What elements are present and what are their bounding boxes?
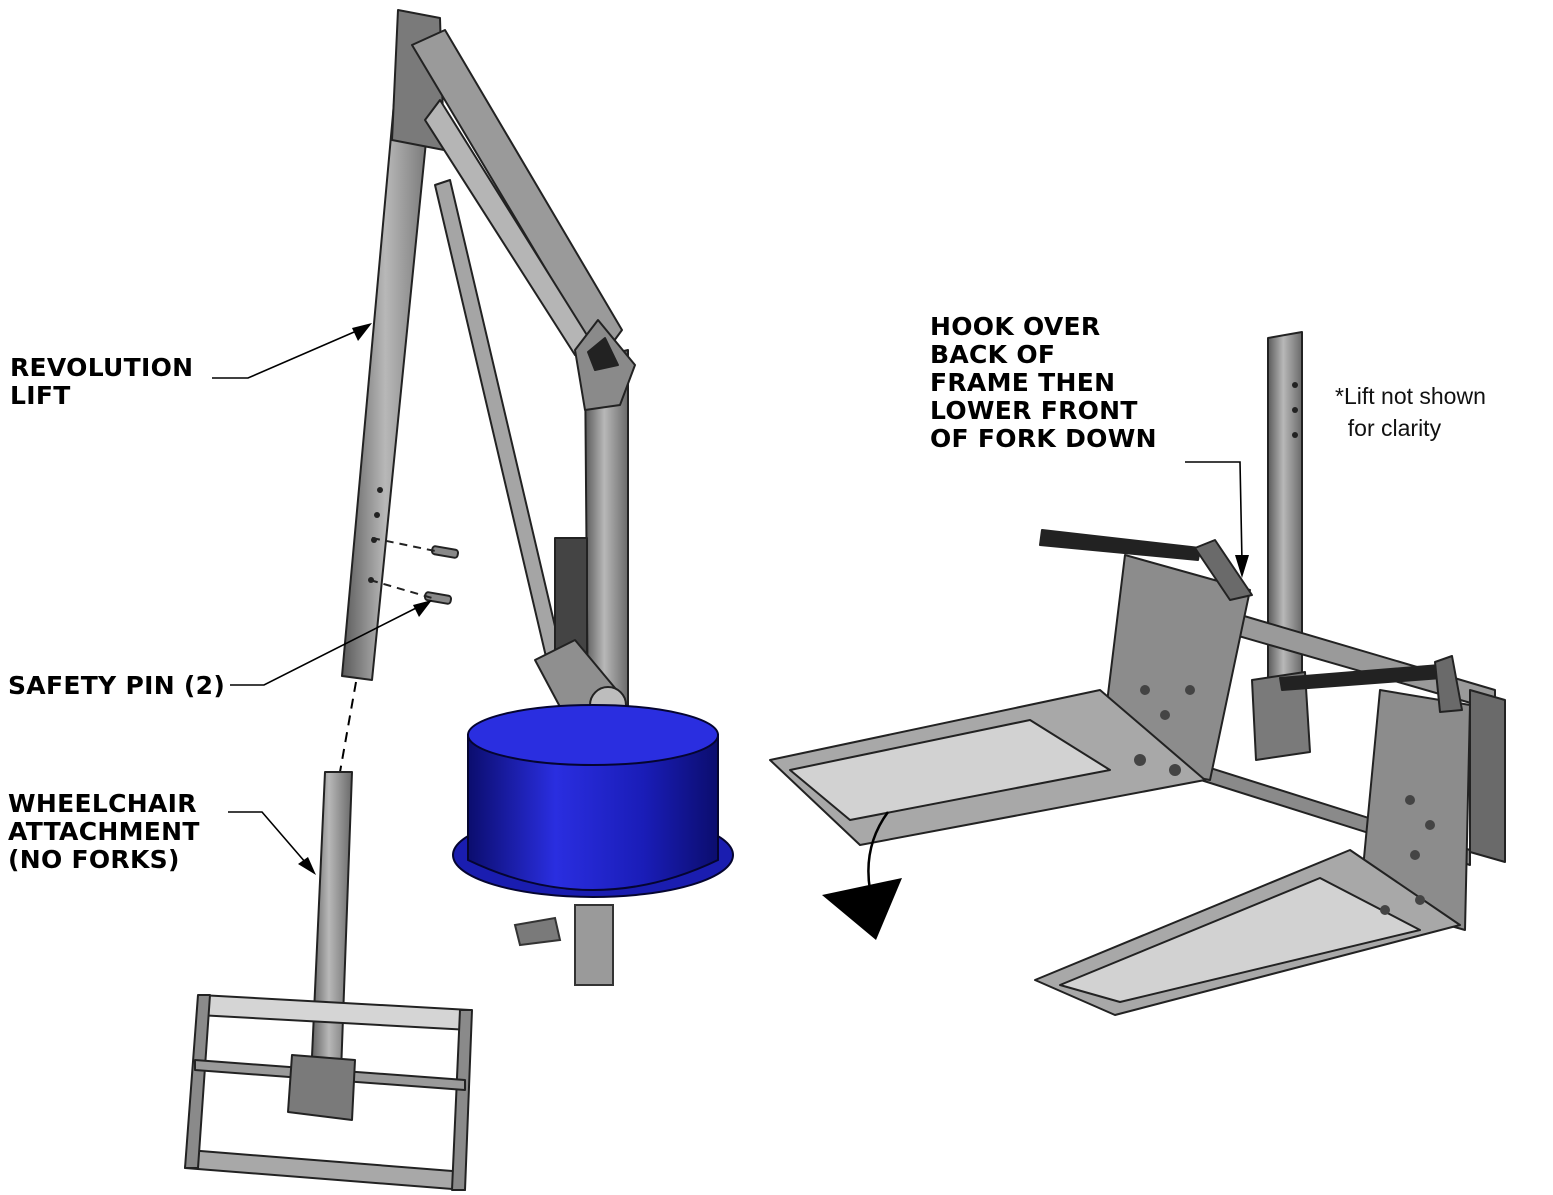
wheelchair-attachment bbox=[184, 771, 473, 1191]
label-wheelchair-attachment: WHEELCHAIR ATTACHMENT (NO FORKS) bbox=[8, 789, 200, 874]
arrowhead-safety-pin bbox=[413, 600, 432, 617]
attachment-post bbox=[309, 771, 353, 1101]
alignment-line bbox=[339, 681, 357, 773]
label-revolution-lift: REVOLUTION LIFT bbox=[10, 353, 194, 410]
arrowhead-wheelchair-attachment bbox=[298, 857, 316, 875]
lower-fork-arrow bbox=[822, 811, 902, 940]
label-safety-pin: SAFETY PIN (2) bbox=[8, 671, 226, 700]
label-lift-note: *Lift not shown for clarity bbox=[1335, 383, 1486, 441]
leader-safety-pin bbox=[230, 601, 429, 686]
fork-hook-tab-left bbox=[1194, 539, 1253, 601]
leader-wheelchair-attachment bbox=[228, 811, 313, 871]
arrowhead-revolution-lift bbox=[352, 323, 372, 341]
lift-battery-box bbox=[554, 537, 588, 654]
attachment-frame-right bbox=[451, 1009, 473, 1191]
fork-assembly bbox=[769, 331, 1506, 1016]
arrowhead-hook-instruction bbox=[1235, 555, 1249, 578]
attachment-clamp bbox=[287, 1054, 356, 1121]
attachment-frame-bottom bbox=[184, 1149, 466, 1191]
fork-hook-bar-left bbox=[1039, 529, 1201, 561]
label-hook-instruction: HOOK OVER BACK OF FRAME THEN LOWER FRONT… bbox=[930, 312, 1157, 453]
leader-hook-instruction bbox=[1185, 461, 1243, 563]
fork-clamp bbox=[1251, 671, 1311, 761]
attachment-frame-left bbox=[184, 994, 211, 1169]
fork-side-rail bbox=[1469, 689, 1506, 863]
safety-pins bbox=[369, 537, 460, 605]
lift-base bbox=[452, 704, 734, 986]
arrow-head-icon bbox=[822, 878, 902, 940]
fork-hook-tab-right bbox=[1434, 655, 1463, 713]
leader-revolution-lift bbox=[212, 325, 369, 379]
leader-lines bbox=[212, 325, 1243, 871]
leader-arrowheads bbox=[298, 323, 1249, 875]
revolution-lift bbox=[341, 9, 636, 736]
